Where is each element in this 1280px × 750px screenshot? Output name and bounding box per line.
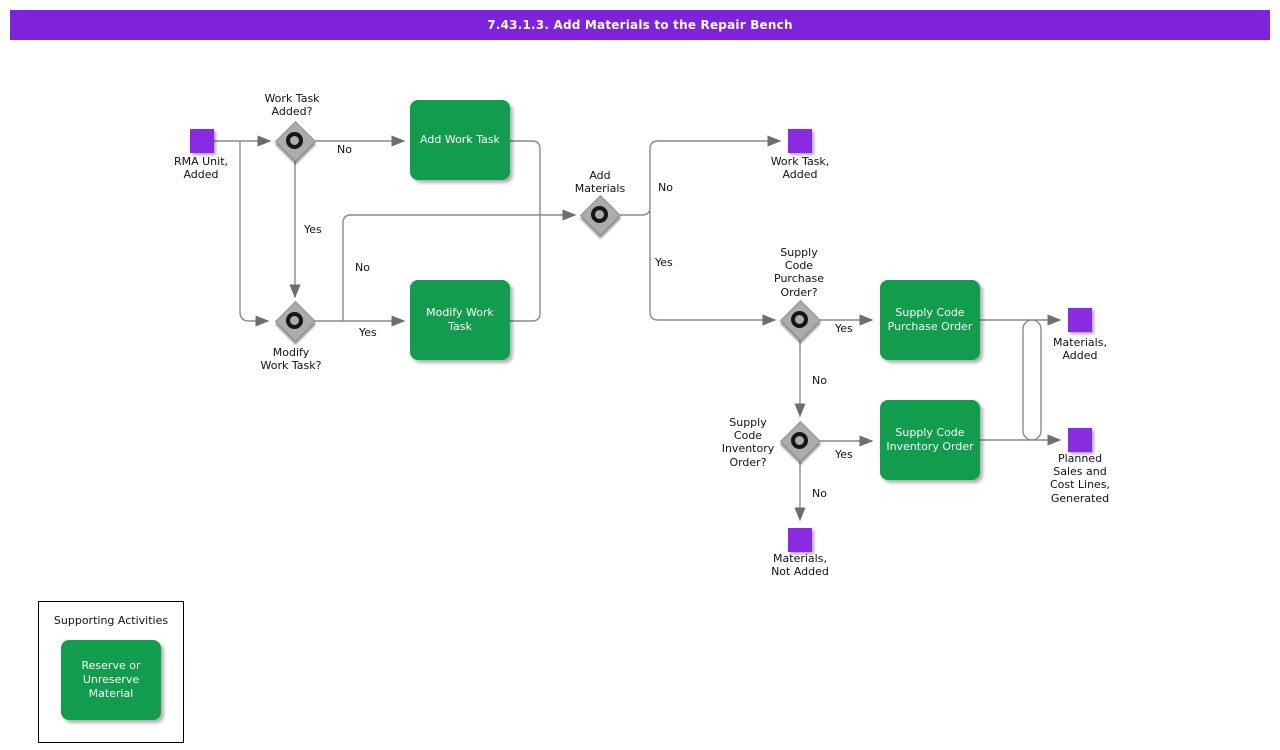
decision-circle-icon — [286, 132, 303, 149]
page-title: 7.43.1.3. Add Materials to the Repair Be… — [487, 18, 793, 32]
decision-circle-icon — [791, 311, 808, 328]
edge-box-outputs-merge-rail — [510, 140, 541, 322]
activity-supply-code-inventory-order[interactable]: Supply Code Inventory Order — [880, 400, 980, 480]
supporting-activities-panel: Supporting Activities Reserve or Unreser… — [38, 601, 184, 743]
edge-label-mwt-yes: Yes — [359, 326, 377, 339]
event-work-task-added — [788, 129, 812, 153]
edge-label-po-yes: Yes — [835, 322, 853, 335]
activity-reserve-or-unreserve-material[interactable]: Reserve or Unreserve Material — [61, 640, 161, 720]
decision-modify-work-task — [274, 300, 317, 343]
decision-circle-icon — [791, 432, 808, 449]
label-materials-added: Materials, Added — [1053, 336, 1107, 363]
label-rma-unit-added: RMA Unit, Added — [173, 155, 229, 182]
event-rma-unit-added — [190, 129, 214, 153]
activity-add-work-task[interactable]: Add Work Task — [410, 100, 510, 180]
label-modify-work-task-q: Modify Work Task? — [260, 346, 322, 373]
edge-label-am-yes: Yes — [655, 256, 673, 269]
supporting-activities-title: Supporting Activities — [53, 614, 169, 627]
label-materials-not-added: Materials, Not Added — [771, 552, 829, 579]
edge-label-wta-yes: Yes — [304, 223, 322, 236]
diagram-title-bar: 7.43.1.3. Add Materials to the Repair Be… — [10, 10, 1270, 40]
event-planned-sales-generated — [1068, 428, 1092, 452]
decision-circle-icon — [286, 312, 303, 329]
decision-work-task-added — [274, 120, 317, 163]
label-add-materials-q: Add Materials — [574, 169, 626, 196]
event-materials-added — [1068, 308, 1092, 332]
decision-supply-code-purchase-order — [779, 299, 822, 342]
edge-label-io-no: No — [812, 487, 827, 500]
decision-circle-icon — [591, 206, 608, 223]
decision-add-materials — [579, 194, 622, 237]
event-materials-not-added — [788, 528, 812, 552]
label-supply-code-po-q: Supply Code Purchase Order? — [774, 246, 824, 299]
activity-modify-work-task[interactable]: Modify Work Task — [410, 280, 510, 360]
edge-label-po-no: No — [812, 374, 827, 387]
label-work-task-added: Work Task, Added — [770, 155, 830, 182]
edge-label-am-no: No — [658, 181, 673, 194]
edge-label-io-yes: Yes — [835, 448, 853, 461]
edge-label-mwt-no: No — [355, 261, 370, 274]
label-work-task-added-q: Work Task Added? — [264, 92, 320, 119]
activity-supply-code-purchase-order[interactable]: Supply Code Purchase Order — [880, 280, 980, 360]
label-supply-code-io-q: Supply Code Inventory Order? — [721, 416, 775, 469]
edge-label-wta-no: No — [337, 143, 352, 156]
decision-supply-code-inventory-order — [779, 420, 822, 463]
label-planned-sales: Planned Sales and Cost Lines, Generated — [1049, 452, 1111, 505]
